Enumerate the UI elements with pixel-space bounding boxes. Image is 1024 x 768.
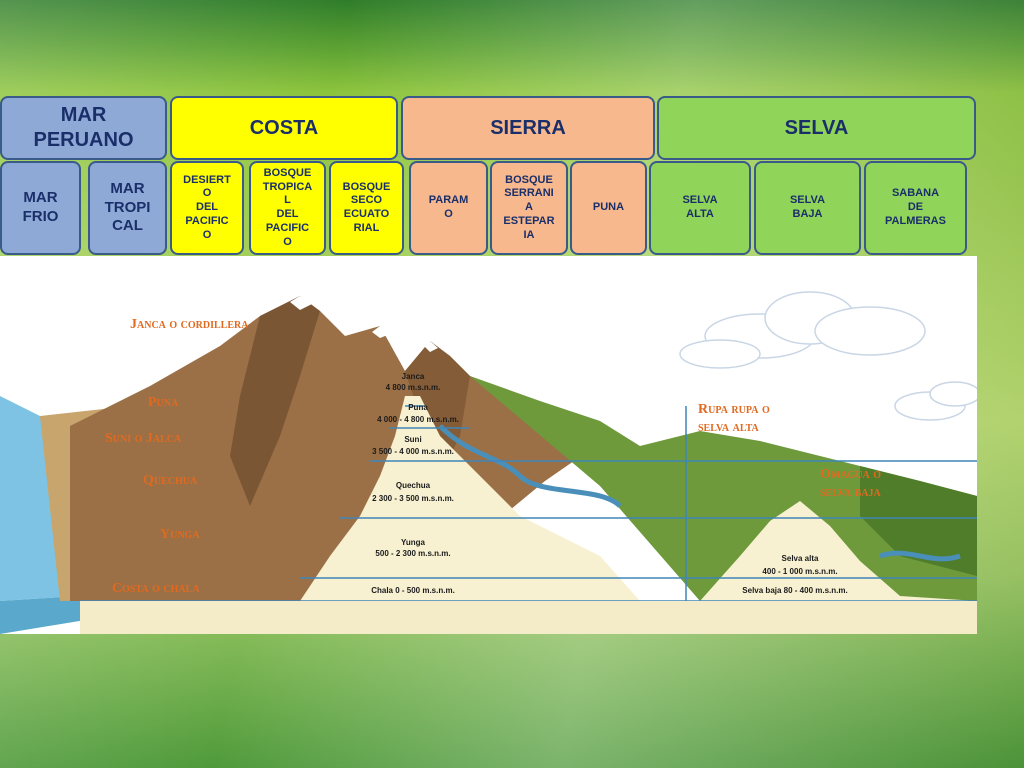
box-paramo: PARAM O bbox=[409, 161, 488, 255]
river-2 bbox=[879, 550, 961, 562]
label-yunga: Yunga bbox=[160, 527, 200, 542]
cutaway-selva bbox=[700, 501, 977, 601]
box-bosque-serrania-esteparia: BOSQUE SERRANI A ESTEPAR IA bbox=[490, 161, 568, 255]
alt-suni-name: Suni bbox=[404, 435, 421, 444]
cutaway-andes bbox=[300, 396, 640, 601]
river bbox=[438, 424, 622, 508]
alt-chala: Chala 0 - 500 m.s.n.m. bbox=[371, 586, 455, 595]
alt-janca-name: Janca bbox=[402, 372, 425, 381]
jungle-dark bbox=[860, 466, 977, 576]
box-mar-frio: MAR FRIO bbox=[0, 161, 81, 255]
mountain-shadow-2 bbox=[405, 341, 470, 476]
box-bosque-seco-ecuatorial: BOSQUE SECO ECUATO RIAL bbox=[329, 161, 404, 255]
box-puna: PUNA bbox=[570, 161, 647, 255]
alt-selva-alta-value: 400 - 1 000 m.s.n.m. bbox=[762, 567, 837, 576]
label-omagua: Omagua o bbox=[820, 467, 881, 482]
mountain-shadow bbox=[230, 296, 320, 506]
alt-yunga-value: 500 - 2 300 m.s.n.m. bbox=[375, 549, 450, 558]
box-selva-alta: SELVA ALTA bbox=[649, 161, 751, 255]
box-selva-baja: SELVA BAJA bbox=[754, 161, 861, 255]
ground-base bbox=[80, 601, 977, 634]
box-mar-tropical: MAR TROPI CAL bbox=[88, 161, 167, 255]
alt-selva-alta-name: Selva alta bbox=[782, 554, 819, 563]
snow-cap-3 bbox=[424, 341, 438, 352]
alt-yunga-name: Yunga bbox=[401, 538, 426, 547]
label-puna: Puna bbox=[148, 395, 179, 410]
alt-janca-value: 4 800 m.s.n.m. bbox=[386, 383, 441, 392]
label-janca: Janca o cordillera bbox=[130, 317, 249, 332]
label-quechua: Quechua bbox=[143, 473, 198, 488]
header-costa: COSTA bbox=[170, 96, 398, 160]
peru-cross-section-diagram: Janca o cordillera Puna Suni o Jalca Que… bbox=[0, 256, 977, 634]
label-costa: Costa o chala bbox=[112, 581, 200, 596]
cloud-icon bbox=[679, 291, 977, 421]
alt-quechua-name: Quechua bbox=[396, 481, 431, 490]
eastern-slope-forest bbox=[470, 376, 977, 601]
alt-selva-baja: Selva baja 80 - 400 m.s.n.m. bbox=[742, 586, 847, 595]
snow-cap bbox=[290, 296, 312, 310]
alt-quechua-value: 2 300 - 3 500 m.s.n.m. bbox=[372, 494, 454, 503]
label-selva-alta-zone: selva alta bbox=[698, 420, 760, 435]
box-sabana-palmeras: SABANA DE PALMERAS bbox=[864, 161, 967, 255]
alt-puna-name: Puna bbox=[408, 403, 428, 412]
box-desierto-pacifico: DESIERT O DEL PACIFIC O bbox=[170, 161, 244, 255]
label-suni: Suni o Jalca bbox=[105, 431, 182, 446]
header-mar-peruano: MAR PERUANO bbox=[0, 96, 167, 160]
box-bosque-tropical-pacifico: BOSQUE TROPICA L DEL PACIFIC O bbox=[249, 161, 326, 255]
label-selva-baja-zone: selva baja bbox=[820, 485, 882, 500]
label-rupa-rupa: Rupa rupa o bbox=[698, 402, 770, 417]
header-sierra: SIERRA bbox=[401, 96, 655, 160]
snow-cap-2 bbox=[372, 326, 390, 338]
header-selva: SELVA bbox=[657, 96, 976, 160]
alt-suni-value: 3 500 - 4 000 m.s.n.m. bbox=[372, 447, 454, 456]
alt-puna-value: 4 000 - 4 800 m.s.n.m. bbox=[377, 415, 459, 424]
